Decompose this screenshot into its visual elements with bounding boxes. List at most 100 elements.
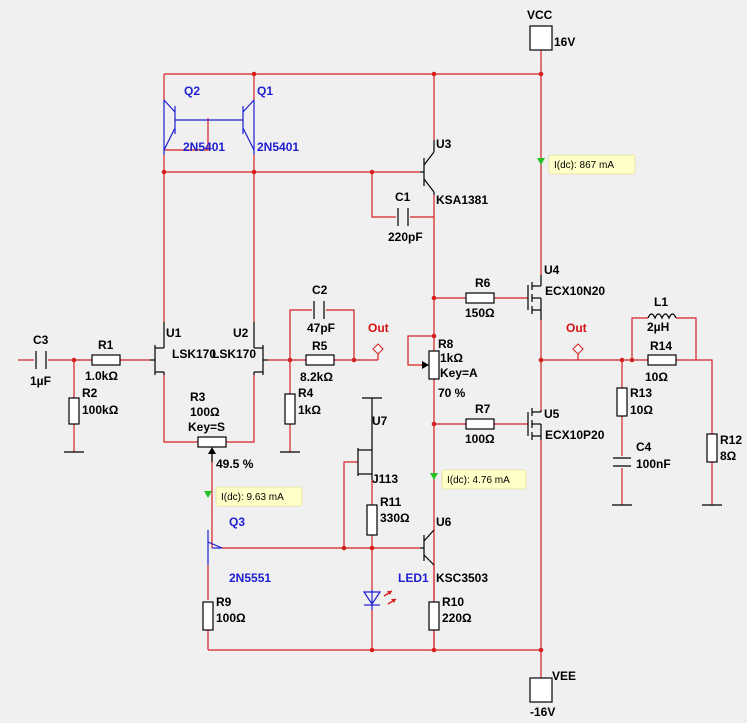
vcc-value: 16V (554, 35, 575, 49)
r2-name: R2 (82, 386, 98, 400)
r7-value: 100Ω (465, 432, 495, 446)
q1-transistor[interactable]: Q1 2N5401 (208, 84, 299, 155)
u2-jfet[interactable]: U2 LSK170 (212, 322, 268, 375)
r9-name: R9 (216, 595, 232, 609)
u3-part: KSA1381 (436, 193, 488, 207)
u1-name: U1 (166, 326, 182, 340)
r8-key: Key=A (440, 366, 478, 380)
l1-value: 2µH (647, 320, 669, 334)
out-label-2: Out (566, 321, 587, 335)
r3-setting: 49.5 % (216, 457, 254, 471)
u6-part: KSC3503 (436, 571, 488, 585)
r3-potentiometer[interactable]: R3 100Ω Key=S 49.5 % (188, 390, 254, 471)
probe-2-label: I(dc): 4.76 mA (447, 475, 510, 486)
u6-transistor[interactable]: U6 KSC3503 (420, 515, 488, 585)
q3-part: 2N5551 (229, 571, 271, 585)
r9-resistor[interactable]: R9 100Ω (202, 595, 246, 631)
r13-value: 10Ω (630, 403, 653, 417)
r1-value: 1.0kΩ (85, 369, 118, 383)
r2-value: 100kΩ (82, 403, 119, 417)
r8-value: 1kΩ (440, 351, 463, 365)
vcc-source[interactable]: VCC 16V (527, 8, 575, 51)
r2-resistor[interactable]: R2 100kΩ (64, 386, 119, 453)
junctions (71, 71, 635, 653)
r12-resistor[interactable]: R12 8Ω (702, 433, 742, 506)
r13-resistor[interactable]: R13 10Ω (616, 386, 653, 417)
r4-resistor[interactable]: R4 1kΩ (280, 386, 321, 453)
r14-value: 10Ω (645, 370, 668, 384)
vee-value: -16V (530, 705, 555, 719)
u4-mosfet[interactable]: U4 ECX10N20 (527, 263, 605, 320)
l1-name: L1 (654, 295, 668, 309)
r8-potentiometer[interactable]: R8 1kΩ Key=A 70 % (422, 337, 478, 400)
probe-3[interactable]: I(dc): 9.63 mA (204, 486, 303, 507)
q1-name: Q1 (257, 84, 273, 98)
probe-1[interactable]: I(dc): 867 mA (537, 154, 636, 175)
r12-name: R12 (720, 433, 742, 447)
led1-name: LED1 (398, 571, 429, 585)
c4-value: 100nF (636, 457, 671, 471)
r7-resistor[interactable]: R7 100Ω (465, 402, 495, 446)
u6-name: U6 (436, 515, 452, 529)
r1-resistor[interactable]: R1 1.0kΩ (85, 338, 121, 383)
wires (18, 50, 713, 678)
r6-resistor[interactable]: R6 150Ω (465, 276, 495, 320)
vcc-name: VCC (527, 8, 553, 22)
c2-capacitor[interactable]: C2 47pF (307, 283, 335, 335)
r5-value: 8.2kΩ (300, 370, 333, 384)
u5-mosfet[interactable]: U5 ECX10P20 (527, 407, 605, 442)
c4-name: C4 (636, 440, 652, 454)
r10-value: 220Ω (442, 611, 472, 625)
r10-name: R10 (442, 595, 464, 609)
u4-name: U4 (544, 263, 560, 277)
r9-value: 100Ω (216, 611, 246, 625)
probe-2[interactable]: I(dc): 4.76 mA (430, 469, 527, 490)
l1-inductor[interactable]: L1 2µH (647, 295, 677, 334)
r1-name: R1 (98, 338, 114, 352)
c1-name: C1 (395, 190, 411, 204)
q3-transistor[interactable]: Q3 2N5551 (207, 515, 271, 585)
r3-name: R3 (190, 390, 206, 404)
u7-jfet[interactable]: U7 J113 (357, 397, 398, 486)
c3-capacitor[interactable]: C3 1µF (30, 333, 51, 388)
c2-name: C2 (312, 283, 328, 297)
r11-name: R11 (380, 495, 402, 509)
r4-value: 1kΩ (298, 403, 321, 417)
q3-name: Q3 (229, 515, 245, 529)
probe-3-label: I(dc): 9.63 mA (221, 492, 284, 503)
r5-resistor[interactable]: R5 8.2kΩ (300, 339, 335, 384)
probe-1-label: I(dc): 867 mA (554, 160, 614, 171)
r10-resistor[interactable]: R10 220Ω (428, 595, 472, 631)
c1-value: 220pF (388, 230, 423, 244)
r7-name: R7 (475, 402, 491, 416)
u7-name: U7 (372, 414, 388, 428)
u3-transistor[interactable]: U3 KSA1381 (420, 137, 488, 207)
c4-capacitor[interactable]: C4 100nF (612, 440, 671, 506)
led1-diode[interactable]: LED1 (362, 571, 429, 610)
c1-capacitor[interactable]: C1 220pF (388, 190, 423, 244)
r14-resistor[interactable]: R14 10Ω (645, 339, 677, 384)
u2-name: U2 (233, 326, 249, 340)
r11-value: 330Ω (380, 511, 410, 525)
u2-part: LSK170 (212, 347, 256, 361)
q2-transistor[interactable]: Q2 2N5401 (163, 84, 225, 155)
vee-source[interactable]: VEE -16V (529, 669, 576, 719)
out-marker-1[interactable]: Out (368, 321, 389, 360)
r11-resistor[interactable]: R11 330Ω (366, 495, 410, 536)
out-marker-2[interactable]: Out (566, 321, 587, 360)
r5-name: R5 (312, 339, 328, 353)
r14-name: R14 (650, 339, 672, 353)
r4-name: R4 (298, 386, 314, 400)
r3-key: Key=S (188, 420, 225, 434)
r12-value: 8Ω (720, 449, 737, 463)
c3-value: 1µF (30, 374, 51, 388)
u1-part: LSK170 (172, 347, 216, 361)
r3-value: 100Ω (190, 405, 220, 419)
c3-name: C3 (33, 333, 49, 347)
q2-part: 2N5401 (183, 140, 225, 154)
c2-value: 47pF (307, 321, 335, 335)
q2-name: Q2 (184, 84, 200, 98)
r6-name: R6 (475, 276, 491, 290)
out-label-1: Out (368, 321, 389, 335)
u1-jfet[interactable]: U1 LSK170 (150, 322, 216, 375)
